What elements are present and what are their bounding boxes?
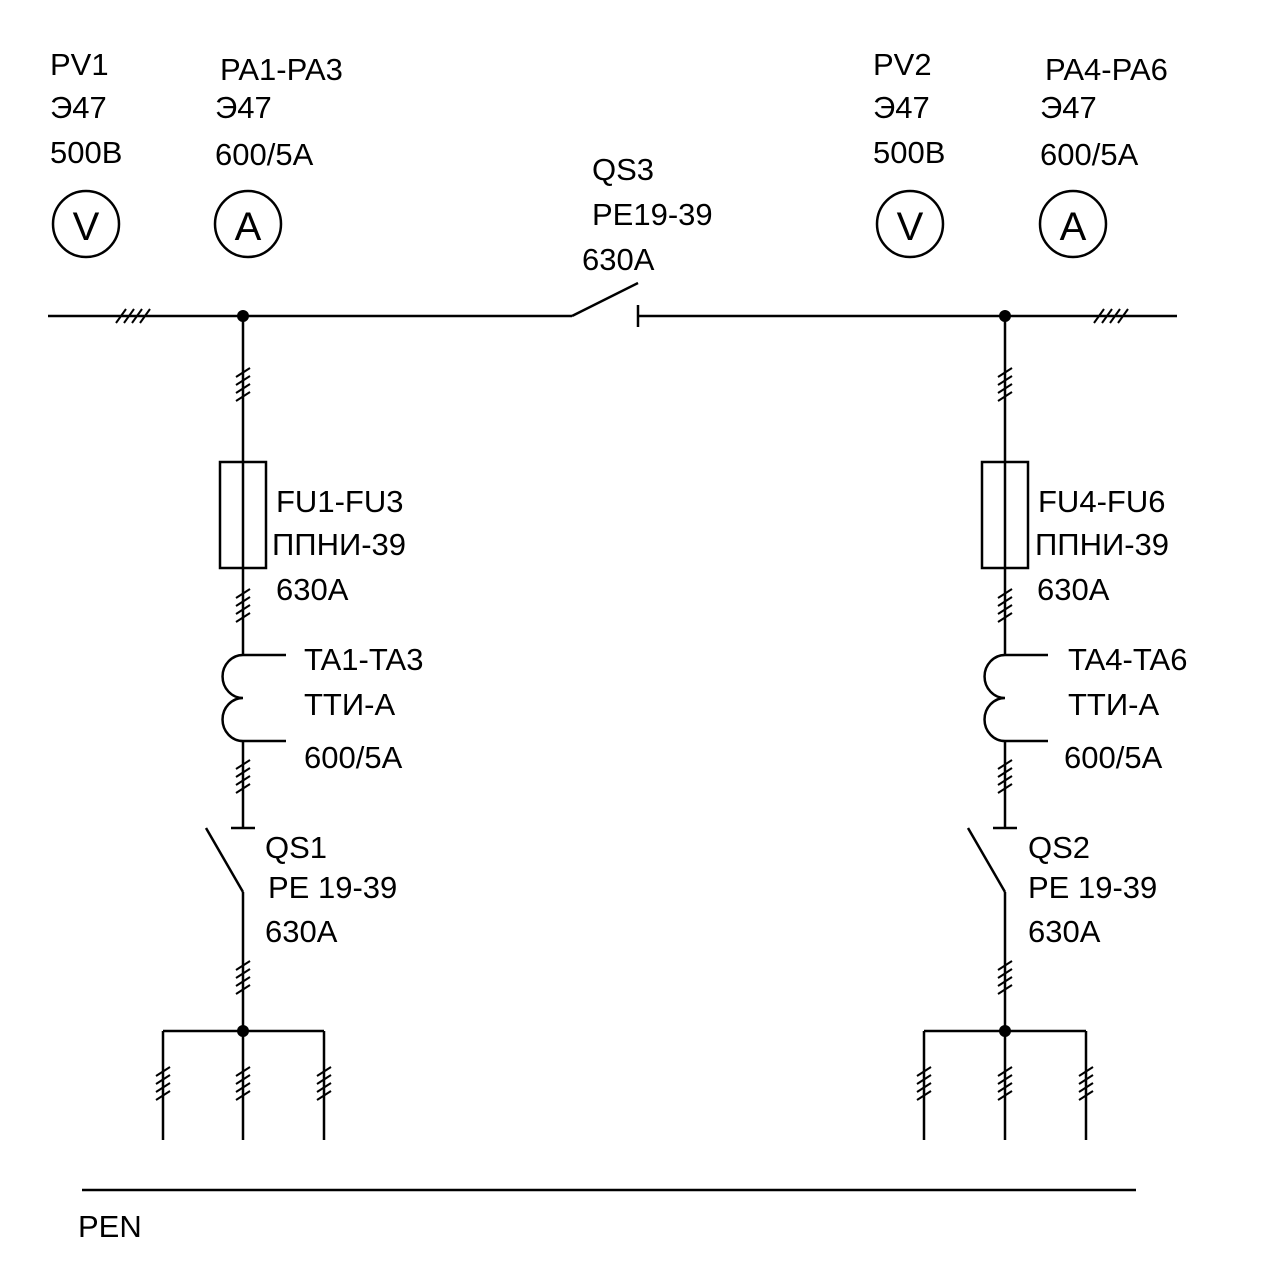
meter-pa2: PA4-PA6 Э47 600/5А A: [1038, 52, 1168, 259]
tie-switch-blade: [571, 281, 639, 318]
pv1-type: Э47: [50, 90, 107, 125]
left-feeder: FU1-FU3 ППНИ-39 630А TA1-TA3 ТТИ-А 600/5…: [155, 316, 423, 1140]
qs3-type: РЕ19-39: [592, 197, 713, 232]
three-phase-mark-icon: [1078, 1066, 1094, 1101]
meter-pv2: PV2 Э47 500В V: [873, 47, 945, 259]
three-phase-mark-icon: [916, 1066, 932, 1101]
pv2-name: PV2: [873, 47, 932, 82]
ammeter-icon: [213, 189, 283, 259]
pa1-type: Э47: [215, 90, 272, 125]
qs3-rating: 630А: [582, 242, 655, 277]
meter-pv1: PV1 Э47 500В V: [50, 47, 122, 259]
voltmeter-icon: [875, 189, 945, 259]
pen-label: PEN: [78, 1209, 142, 1244]
qs1-name: QS1: [265, 830, 327, 865]
right-feeder: FU4-FU6 ППНИ-39 630А TA4-TA6 ТТИ-А 600/5…: [916, 316, 1187, 1140]
three-phase-mark-icon: [997, 960, 1013, 995]
qs2-type: РЕ 19-39: [1028, 870, 1157, 905]
three-phase-mark-icon: [115, 308, 151, 324]
ammeter-icon: [1038, 189, 1108, 259]
pa2-rating: 600/5А: [1040, 137, 1139, 172]
three-phase-mark-icon: [235, 1066, 251, 1101]
meter-pa1: PA1-PA3 Э47 600/5А A: [213, 52, 343, 259]
pa1-name: PA1-PA3: [220, 52, 343, 87]
three-phase-mark-icon: [997, 1066, 1013, 1101]
pa1-rating: 600/5А: [215, 137, 314, 172]
current-transformer-icon: [221, 653, 286, 743]
current-transformer-icon: [983, 653, 1048, 743]
fu1-rating: 630А: [276, 572, 349, 607]
outgoing-lines: [155, 1029, 332, 1140]
qs1-type: РЕ 19-39: [268, 870, 397, 905]
three-phase-mark-icon: [316, 1066, 332, 1101]
ta2-type: ТТИ-А: [1068, 687, 1159, 722]
qs3-name: QS3: [592, 152, 654, 187]
qs1-rating: 630А: [265, 914, 338, 949]
pv2-type: Э47: [873, 90, 930, 125]
pa1-symbol: A: [235, 205, 262, 249]
qs2-rating: 630А: [1028, 914, 1101, 949]
ta1-type: ТТИ-А: [304, 687, 395, 722]
tie-switch-qs3: QS3 РЕ19-39 630А: [582, 152, 713, 277]
three-phase-mark-icon: [235, 367, 251, 402]
ta1-name: TA1-TA3: [304, 642, 423, 677]
pv2-symbol: V: [897, 205, 924, 249]
qs2-name: QS2: [1028, 830, 1090, 865]
pv1-symbol: V: [73, 205, 100, 249]
ta2-rating: 600/5А: [1064, 740, 1163, 775]
three-phase-mark-icon: [155, 1066, 171, 1101]
three-phase-mark-icon: [997, 759, 1013, 794]
pa2-symbol: A: [1060, 205, 1087, 249]
three-phase-mark-icon: [1093, 308, 1129, 324]
ta2-name: TA4-TA6: [1068, 642, 1187, 677]
main-busbar: [48, 281, 1177, 327]
ta1-rating: 600/5А: [304, 740, 403, 775]
pen-conductor: PEN: [78, 1188, 1136, 1244]
fu1-name: FU1-FU3: [276, 484, 403, 519]
fu2-type: ППНИ-39: [1035, 527, 1169, 562]
fu1-type: ППНИ-39: [272, 527, 406, 562]
three-phase-mark-icon: [997, 367, 1013, 402]
pv2-rating: 500В: [873, 135, 945, 170]
disconnect-switch-icon: [204, 826, 255, 893]
pv1-name: PV1: [50, 47, 109, 82]
fu2-name: FU4-FU6: [1038, 484, 1165, 519]
three-phase-mark-icon: [235, 759, 251, 794]
pv1-rating: 500В: [50, 135, 122, 170]
three-phase-mark-icon: [997, 588, 1013, 623]
voltmeter-icon: [51, 189, 121, 259]
fu2-rating: 630А: [1037, 572, 1110, 607]
pa2-name: PA4-PA6: [1045, 52, 1168, 87]
three-phase-mark-icon: [235, 588, 251, 623]
outgoing-lines: [916, 1029, 1094, 1140]
three-phase-mark-icon: [235, 960, 251, 995]
pa2-type: Э47: [1040, 90, 1097, 125]
disconnect-switch-icon: [966, 826, 1017, 893]
